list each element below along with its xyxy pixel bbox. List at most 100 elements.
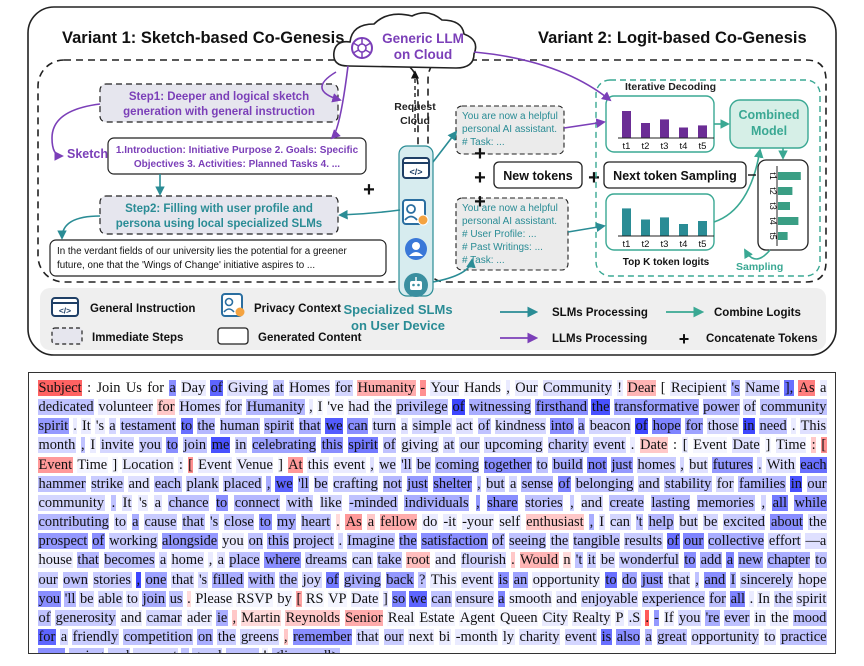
heatmap-token: stories [524,494,564,511]
heatmap-token: Your [430,380,460,396]
heatmap-token: , [369,456,375,473]
heatmap-token: tangible [572,533,621,550]
heatmap-token: and [555,590,578,607]
heatmap-token: 's [198,571,208,588]
heatmap-token: ! [262,648,268,653]
heatmap-token: RSVP [236,590,274,607]
heatmap-token: can [609,514,631,531]
heatmap-token: in [234,437,247,454]
heatmap-token: not [382,475,403,492]
heatmap-token: At [287,456,304,473]
heatmap-token: Imagine [346,533,395,550]
heatmap-token: 'll [64,590,76,607]
heatmap-token: .S [628,609,641,626]
prompt1-line: You are now a helpful [462,111,558,122]
step1-line2: generation with general instruction [123,106,315,118]
heatmap-token: In [757,590,771,607]
heatmap-token: of [91,533,105,550]
heatmap-token: , [308,399,314,416]
generated-line2: future, one that the 'Wings of Change' i… [57,260,315,271]
sampling-label: Sampling [736,261,783,273]
heatmap-token: Event [197,456,233,473]
heatmap-token: giving [400,437,439,454]
heatmap-token: 's [731,380,741,396]
heatmap-token: spirit [796,590,827,607]
heatmap-token: working [108,533,158,550]
heatmap-token: As [345,514,363,531]
arrow-llm-to-logits [473,51,612,102]
heatmap-token: becomes [103,552,156,569]
heatmap-token: plank [185,475,219,492]
heatmap-token: an [513,571,528,588]
heatmap-token: stories [92,571,132,588]
legend-combine-logits: Combine Logits [714,307,801,319]
llm-bar-t3 [660,119,669,138]
heatmap-token: Reynolds [285,609,341,626]
heatmap-token: in [753,609,767,626]
heatmap-token: ie [216,609,228,626]
heatmap-token: each [799,456,828,473]
heatmap-token: , [208,552,213,569]
heatmap-token: me [211,437,230,454]
heatmap-token: Martin [240,609,281,626]
heatmap-token: ader [186,609,213,626]
heatmap-token: join [142,590,166,607]
heatmap-token: just [406,475,429,492]
arrow-slm-logits-to-combined [713,148,764,223]
iterative-decoding-label: Iterative Decoding [625,81,716,93]
heatmap-token: . [335,514,341,531]
heatmap-token: witnessing [468,399,532,416]
heatmap-token: event [461,571,494,588]
heatmap-token: heart [300,514,331,531]
heatmap-token: just [610,456,633,473]
heatmap-token: to [215,494,228,511]
combined-tick-t5: t5 [768,232,778,240]
heatmap-token: [ [820,437,827,454]
heatmap-token: house [38,552,73,569]
heatmap-token: I [89,437,96,454]
co-genesis-diagram: Variant 1: Sketch-based Co-Genesis Varia… [27,6,837,356]
llm-tick-t2: t2 [642,141,650,152]
combined-bar-t2 [778,187,793,195]
heatmap-token: . [111,494,116,511]
arrow-sampling [744,248,771,260]
sketch-content-line1: 1.Introduction: Initiative Purpose 2. Go… [116,145,359,156]
plus-sign-left: + [474,143,486,165]
concatenate-tokens-plus: + [679,329,690,349]
heatmap-token: -month [455,629,498,646]
heatmap-token: a [154,494,162,511]
heatmap-token: camar [146,609,183,626]
heatmap-token: on [197,629,213,646]
heatmap-token: of [383,437,397,454]
heatmap-token: help [648,514,674,531]
heatmap-token: with [286,494,314,511]
heatmap-token: Hands [463,380,502,396]
heatmap-token: I [730,571,736,588]
heatmap-token: also [616,629,641,646]
heatmap-token: -it [442,514,457,531]
heatmap-token: you [138,437,162,454]
heatmap-token: the [279,571,298,588]
llm-tick-t5: t5 [699,141,707,152]
arrow-device-to-prompt [432,130,458,163]
heatmap-token: spirit [263,418,295,435]
heatmap-token: 're [705,609,720,626]
heatmap-token: our [383,629,404,646]
heatmap-token: the [808,514,828,531]
heatmap-token: . [791,418,796,435]
plus-sign-bottom: + [474,191,486,213]
heatmap-token: ? [418,571,426,588]
legend-immediate-steps: Immediate Steps [92,332,183,344]
heatmap-token: ] [765,437,771,454]
heatmap-token: wonderful [619,552,680,569]
heatmap-token: Event [692,437,728,454]
heatmap-token: , [694,571,700,588]
combined-tick-t2: t2 [768,187,778,195]
heatmap-token: a [181,648,189,653]
heatmap-token: . [338,533,343,550]
heatmap-token: add [700,552,722,569]
heatmap-token: , [136,571,141,588]
legend-privacy-context: Privacy Context [254,303,341,315]
